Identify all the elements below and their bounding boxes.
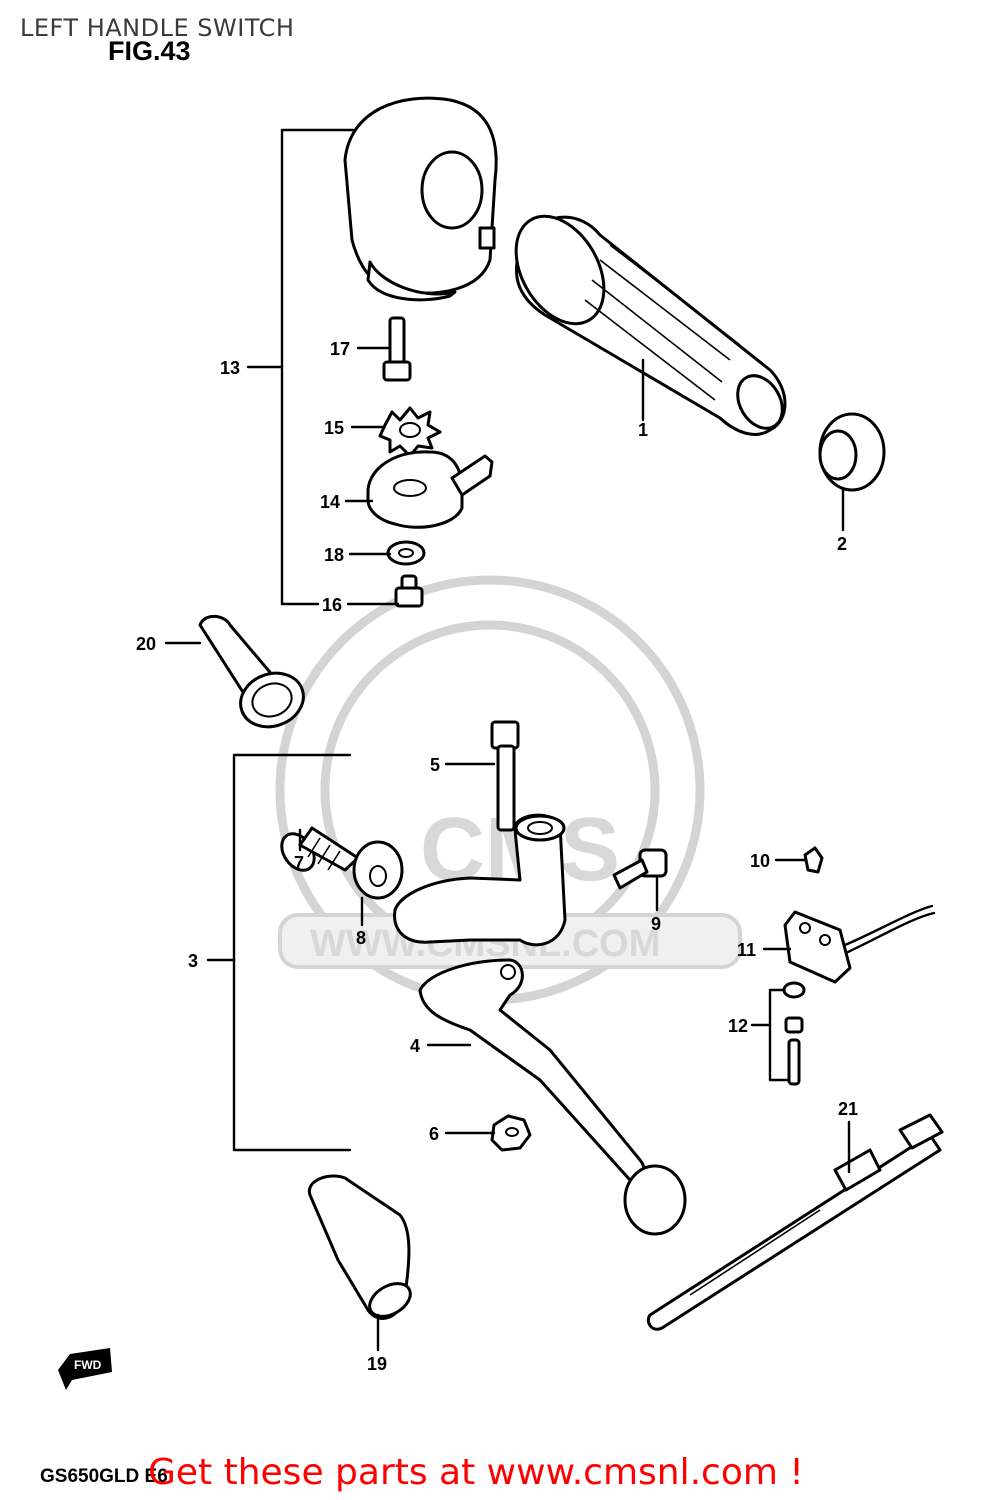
part-label-3: 3 — [188, 951, 198, 971]
part-label-10: 10 — [750, 851, 770, 871]
part-label-14: 14 — [320, 492, 340, 512]
boot-20 — [198, 614, 305, 729]
clamp-band-21 — [646, 1113, 944, 1331]
part-label-15: 15 — [324, 418, 344, 438]
bracket-13 — [246, 128, 357, 606]
screw-16 — [394, 574, 424, 608]
locknut-8 — [352, 840, 404, 900]
forward-marker-label: FWD — [74, 1358, 102, 1372]
grip-end-cap — [818, 412, 886, 492]
part-label-4: 4 — [410, 1036, 420, 1056]
model-code: GS650GLD E6 — [40, 1466, 168, 1487]
clutch-lever-4 — [418, 958, 687, 1236]
part-label-17: 17 — [330, 339, 350, 359]
part-label-13: 13 — [220, 358, 240, 378]
page-title: LEFT HANDLE SWITCH — [20, 14, 295, 42]
leader-lines — [164, 346, 851, 1352]
part-label-6: 6 — [429, 1124, 439, 1144]
clutch-switch-11 — [783, 904, 936, 984]
part-labels: 1 2 3 4 5 6 7 8 9 10 11 12 13 14 15 16 1… — [136, 339, 858, 1374]
part-label-2: 2 — [837, 534, 847, 554]
nut-6 — [490, 1114, 532, 1152]
screw-17 — [382, 316, 412, 382]
promo-link-text[interactable]: Get these parts at www.cmsnl.com ! — [148, 1452, 804, 1493]
part-label-1: 1 — [638, 420, 648, 440]
figure-label: FIG.43 — [108, 36, 191, 66]
bracket-3 — [206, 753, 352, 1152]
part-label-18: 18 — [324, 545, 344, 565]
lever-cover-19 — [307, 1174, 412, 1320]
part-label-9: 9 — [651, 914, 661, 934]
part-label-7: 7 — [294, 853, 304, 873]
clip-10 — [803, 846, 824, 874]
lever-holder — [393, 813, 567, 947]
part-label-16: 16 — [322, 595, 342, 615]
part-label-8: 8 — [356, 928, 366, 948]
part-label-11: 11 — [737, 940, 756, 960]
part-label-5: 5 — [430, 755, 440, 775]
part-label-19: 19 — [367, 1354, 387, 1374]
screw-9 — [612, 848, 668, 890]
bolt-5 — [490, 720, 520, 832]
part-label-12: 12 — [728, 1016, 748, 1036]
part-label-20: 20 — [136, 634, 156, 654]
switch-housing — [343, 96, 498, 302]
screw-set-12 — [782, 981, 806, 1086]
switch-lever-14 — [366, 450, 494, 529]
cable-adjuster-7 — [280, 826, 360, 872]
forward-direction-marker: FWD — [58, 1348, 112, 1390]
spring-washer-15 — [378, 406, 442, 458]
part-label-21: 21 — [838, 1099, 858, 1119]
grip — [514, 214, 787, 436]
washer-18 — [386, 540, 426, 566]
bracket-12 — [750, 988, 792, 1082]
